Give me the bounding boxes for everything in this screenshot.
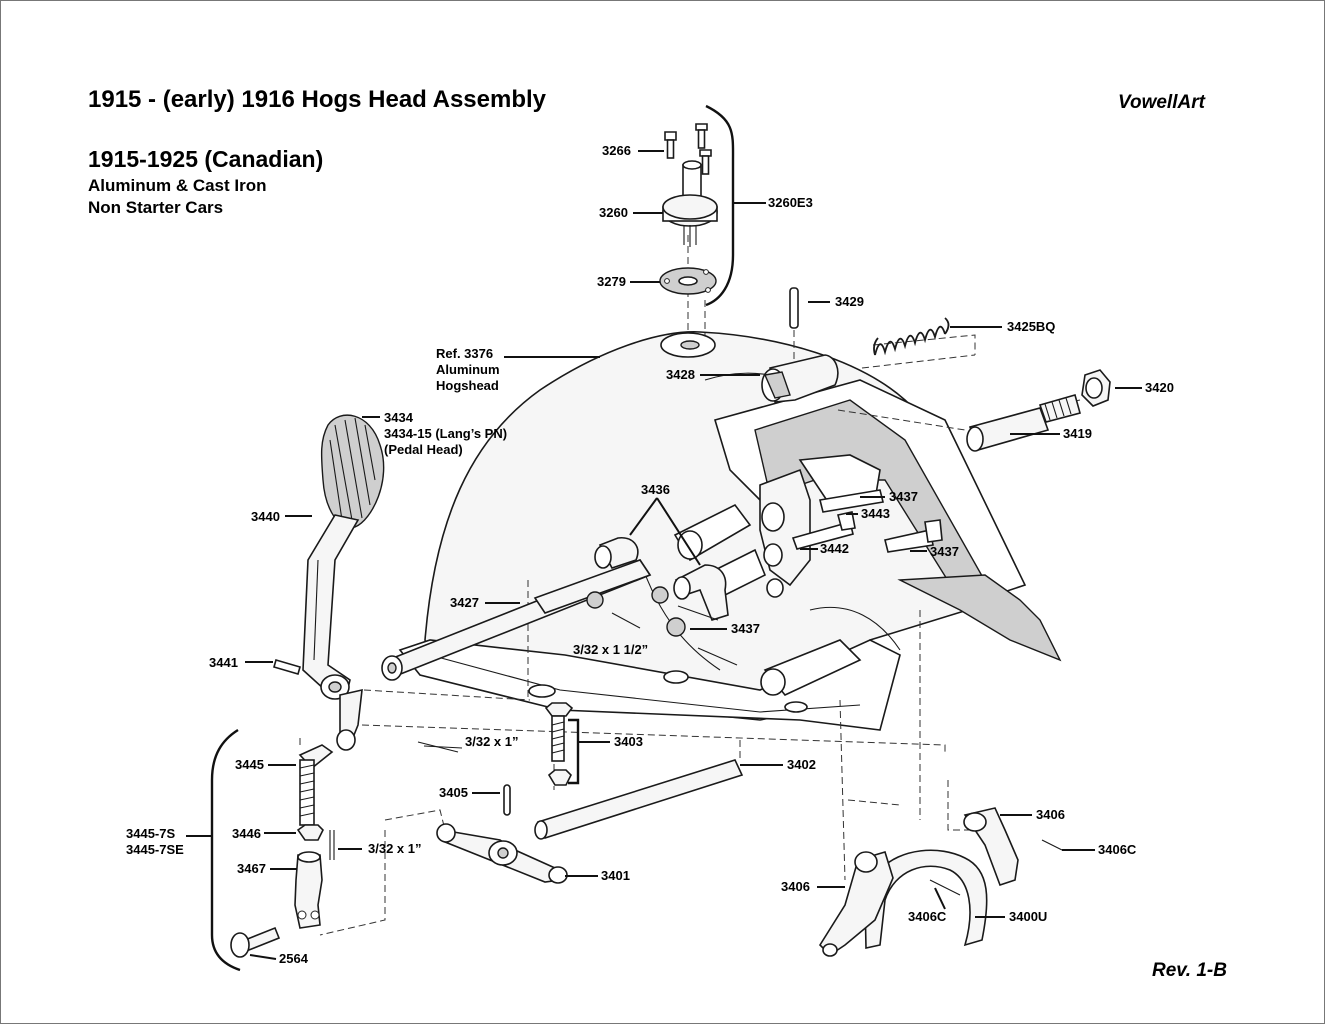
label-3434-line1: 3434 bbox=[384, 410, 414, 425]
label-3400U: 3400U bbox=[1009, 909, 1047, 924]
part-3429-pin bbox=[789, 287, 799, 329]
label-3437-c: 3437 bbox=[731, 621, 760, 636]
label-3467: 3467 bbox=[237, 861, 266, 876]
label-3443: 3443 bbox=[861, 506, 890, 521]
label-3429: 3429 bbox=[835, 294, 864, 309]
label-3442: 3442 bbox=[820, 541, 849, 556]
part-3402-shaft bbox=[534, 759, 744, 840]
label-3445-7S: 3445-7S bbox=[126, 826, 175, 841]
label-3437-a: 3437 bbox=[889, 489, 918, 504]
part-3425BQ-spring bbox=[873, 317, 950, 356]
revision-label: Rev. 1-B bbox=[1152, 960, 1227, 981]
label-3419: 3419 bbox=[1063, 426, 1092, 441]
label-cotter-3-32x1-a: 3/32 x 1” bbox=[465, 734, 519, 749]
label-3445: 3445 bbox=[235, 757, 264, 772]
part-3442-cam-lever bbox=[759, 468, 811, 598]
part-3405-pin bbox=[503, 784, 511, 816]
bracket-3403 bbox=[568, 718, 610, 785]
part-3406-fork-upper bbox=[963, 807, 1019, 887]
part-3446-nut bbox=[296, 824, 324, 841]
part-3467-clevis bbox=[294, 851, 323, 929]
label-ref-3376-line1: Ref. 3376 bbox=[436, 346, 493, 361]
label-3445-7SE: 3445-7SE bbox=[126, 842, 184, 857]
label-cotter-3-32x1-1-2: 3/32 x 1 1/2” bbox=[573, 642, 648, 657]
part-3420-nut bbox=[1081, 369, 1111, 407]
label-3405: 3405 bbox=[439, 785, 468, 800]
part-3428-shifter bbox=[761, 354, 839, 403]
part-3400U-band bbox=[864, 849, 988, 949]
label-3260: 3260 bbox=[599, 205, 628, 220]
label-3434-line3: (Pedal Head) bbox=[384, 442, 463, 457]
cotter-pin-3-32x1-small bbox=[329, 830, 335, 860]
label-3406-lower: 3406 bbox=[781, 879, 810, 894]
diagram-title: 1915 - (early) 1916 Hogs Head Assembly bbox=[88, 86, 547, 113]
part-3403-bolt bbox=[544, 702, 574, 786]
part-3437-castle-nuts bbox=[586, 586, 686, 637]
part-3406C-pin-upper bbox=[1041, 839, 1063, 851]
label-3406-upper: 3406 bbox=[1036, 807, 1065, 822]
part-3419-adjusting-screw bbox=[966, 394, 1081, 452]
label-3266: 3266 bbox=[602, 143, 631, 158]
label-3402: 3402 bbox=[787, 757, 816, 772]
label-ref-3376-line3: Hogshead bbox=[436, 378, 499, 393]
leader-lines bbox=[245, 150, 1142, 960]
label-3401: 3401 bbox=[601, 868, 630, 883]
label-3279: 3279 bbox=[597, 274, 626, 289]
label-3420: 3420 bbox=[1145, 380, 1174, 395]
label-3403: 3403 bbox=[614, 734, 643, 749]
subtitle-line-1: Aluminum & Cast Iron bbox=[88, 176, 267, 195]
part-3406C-pin-lower bbox=[929, 879, 961, 896]
part-3401-lever bbox=[436, 823, 568, 884]
bracket-3260E3 bbox=[705, 104, 766, 307]
brand-name: VowellArt bbox=[1118, 92, 1206, 113]
label-3441: 3441 bbox=[209, 655, 238, 670]
label-3428: 3428 bbox=[666, 367, 695, 382]
hogshead-housing bbox=[398, 331, 1062, 731]
label-3446: 3446 bbox=[232, 826, 261, 841]
part-3260-cap-assembly bbox=[659, 123, 718, 358]
label-3406C-upper: 3406C bbox=[1098, 842, 1137, 857]
label-3434-line2: 3434-15 (Lang’s PN) bbox=[384, 426, 507, 441]
subtitle-line-2: Non Starter Cars bbox=[88, 198, 223, 217]
part-3436-shifter-forks bbox=[594, 536, 729, 621]
label-3436: 3436 bbox=[641, 482, 670, 497]
label-3437-b: 3437 bbox=[930, 544, 959, 559]
part-3440-pedal-lever bbox=[302, 514, 363, 751]
label-3440: 3440 bbox=[251, 509, 280, 524]
diagram-subtitle: 1915-1925 (Canadian) bbox=[88, 146, 323, 172]
label-2564: 2564 bbox=[279, 951, 309, 966]
part-labels: 3266 3260 3260E3 3279 3429 3425BQ Ref. 3… bbox=[126, 143, 1174, 966]
label-3260E3: 3260E3 bbox=[768, 195, 813, 210]
label-3427: 3427 bbox=[450, 595, 479, 610]
label-3406C-lower: 3406C bbox=[908, 909, 947, 924]
bracket-3445-7S bbox=[186, 728, 241, 972]
part-3437-bolts bbox=[791, 489, 943, 553]
part-3445-rod bbox=[298, 744, 334, 826]
part-3427-pedal-shaft bbox=[381, 559, 652, 681]
part-2564-clevis-pin bbox=[230, 926, 281, 958]
label-ref-3376-line2: Aluminum bbox=[436, 362, 500, 377]
part-3406-fork-lower bbox=[818, 851, 894, 957]
label-3425BQ: 3425BQ bbox=[1007, 319, 1055, 334]
part-3441-pin bbox=[273, 659, 301, 675]
part-3434-pedal-head bbox=[320, 414, 385, 529]
cotter-pins bbox=[417, 605, 738, 753]
label-cotter-3-32x1-b: 3/32 x 1” bbox=[368, 841, 422, 856]
